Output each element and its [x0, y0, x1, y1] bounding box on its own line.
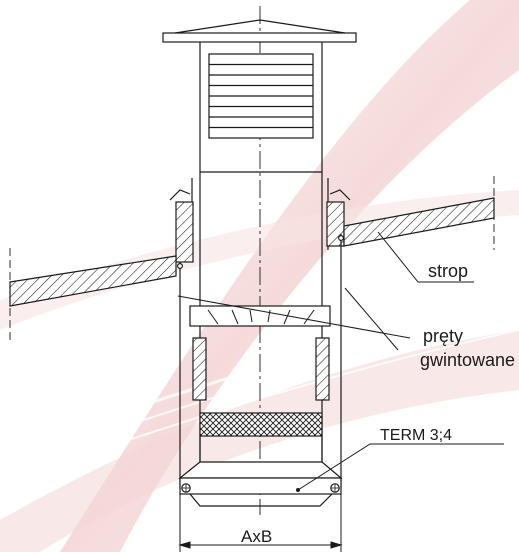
threaded-rods [177, 234, 345, 488]
inner-duct [199, 178, 323, 308]
label-prety: pręty [423, 326, 463, 346]
filter-block [199, 412, 323, 437]
label-strop: strop [428, 261, 468, 281]
roof-slab-right [343, 176, 495, 250]
label-gwintowane: gwintowane [420, 350, 515, 370]
leader-lines [177, 231, 504, 492]
louvre-vent [208, 53, 314, 139]
dimension-line [178, 494, 343, 552]
distribution-plate [189, 305, 331, 327]
mounting-sleeve [175, 201, 345, 263]
label-term: TERM 3;4 [380, 427, 452, 444]
base-housing [178, 436, 343, 507]
upper-chimney-body [199, 42, 323, 178]
middle-duct [192, 326, 330, 462]
roof-cap [162, 19, 357, 43]
roof-slab-left [9, 248, 177, 340]
label-dimension: AxB [241, 527, 272, 546]
